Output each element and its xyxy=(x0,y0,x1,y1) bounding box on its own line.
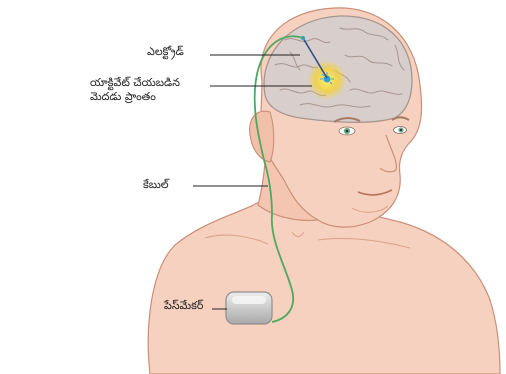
ear xyxy=(250,111,274,162)
label-electrode: ఎలక్ట్రోడ్ xyxy=(147,45,184,58)
label-activated-area-line2: మెదడు ప్రాంతం xyxy=(90,90,156,103)
label-pacemaker: పేస్‌మేకర్ xyxy=(164,299,203,312)
label-cable: కేబుల్ xyxy=(143,178,169,191)
label-activated-area-line1: యాక్టివేట్ చేయబడిన xyxy=(90,76,180,89)
